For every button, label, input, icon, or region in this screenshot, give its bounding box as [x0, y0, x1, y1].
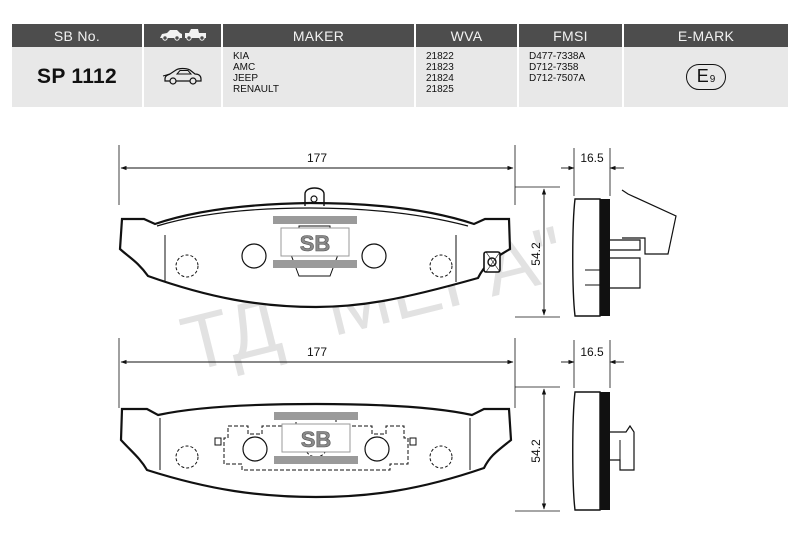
length-label: 177	[307, 151, 327, 165]
sb-logo-text: SB	[301, 427, 332, 452]
mounting-hole	[175, 445, 199, 469]
maker-header: MAKER	[221, 24, 415, 47]
top-pad-view: SB	[118, 145, 677, 318]
friction-material	[156, 207, 469, 227]
header-row: SB No. MAKER WVA FMSI E-MARK	[12, 24, 788, 47]
vehicle-cell	[142, 47, 222, 107]
bottom-pad-view: SB	[118, 338, 635, 512]
sb-number: SP 1112	[12, 47, 143, 107]
side-view	[561, 340, 635, 511]
wva-item: 21824	[426, 73, 454, 84]
shim-plate	[223, 417, 409, 471]
fmsi-item: D712-7507A	[529, 73, 586, 84]
maker-list: KIA AMC JEEP RENAULT	[221, 47, 415, 107]
emark-number: 9	[709, 74, 716, 85]
wva-list: 21822 21823 21824 21825	[414, 47, 518, 107]
sb-logo: SB	[274, 412, 358, 464]
product-row: SP 1112 KIA AMC JEEP RENAULT 21822 21823	[12, 47, 788, 107]
mounting-hole	[429, 445, 453, 469]
fmsi-header: FMSI	[517, 24, 623, 47]
car-truck-icon	[159, 29, 206, 41]
length-label: 177	[307, 345, 327, 359]
mounting-hole	[242, 436, 268, 462]
sb-no-header: SB No.	[12, 24, 143, 47]
mounting-hole	[175, 254, 199, 278]
fmsi-item: D712-7358	[529, 62, 579, 73]
mounting-hole	[241, 243, 267, 269]
sb-logo: SB	[273, 216, 357, 268]
height-label: 54.2	[529, 242, 543, 266]
maker-item: AMC	[233, 62, 256, 73]
fmsi-item: D477-7338A	[529, 51, 586, 62]
wva-item: 21823	[426, 62, 454, 73]
emark-letter: E	[696, 66, 709, 86]
car-icon	[162, 67, 202, 85]
side-view	[561, 148, 677, 317]
maker-item: RENAULT	[233, 84, 279, 95]
height-label: 54.2	[529, 439, 543, 463]
mounting-hole	[364, 436, 390, 462]
thickness-label: 16.5	[580, 345, 604, 359]
maker-item: KIA	[233, 51, 250, 62]
mounting-hole	[361, 243, 387, 269]
wva-item: 21825	[426, 84, 454, 95]
maker-item: JEEP	[233, 73, 259, 84]
vehicle-header	[142, 24, 222, 47]
mounting-hole	[429, 254, 453, 278]
fmsi-list: D477-7338A D712-7358 D712-7507A	[517, 47, 623, 107]
wva-item: 21822	[426, 51, 454, 62]
wear-clip	[483, 251, 501, 273]
thickness-label: 16.5	[580, 151, 604, 165]
spec-table: SB No. MAKER WVA FMSI E-MARK SP 11	[12, 24, 788, 107]
emark-header: E-MARK	[622, 24, 788, 47]
sb-logo-text: SB	[300, 231, 331, 256]
wva-header: WVA	[414, 24, 518, 47]
